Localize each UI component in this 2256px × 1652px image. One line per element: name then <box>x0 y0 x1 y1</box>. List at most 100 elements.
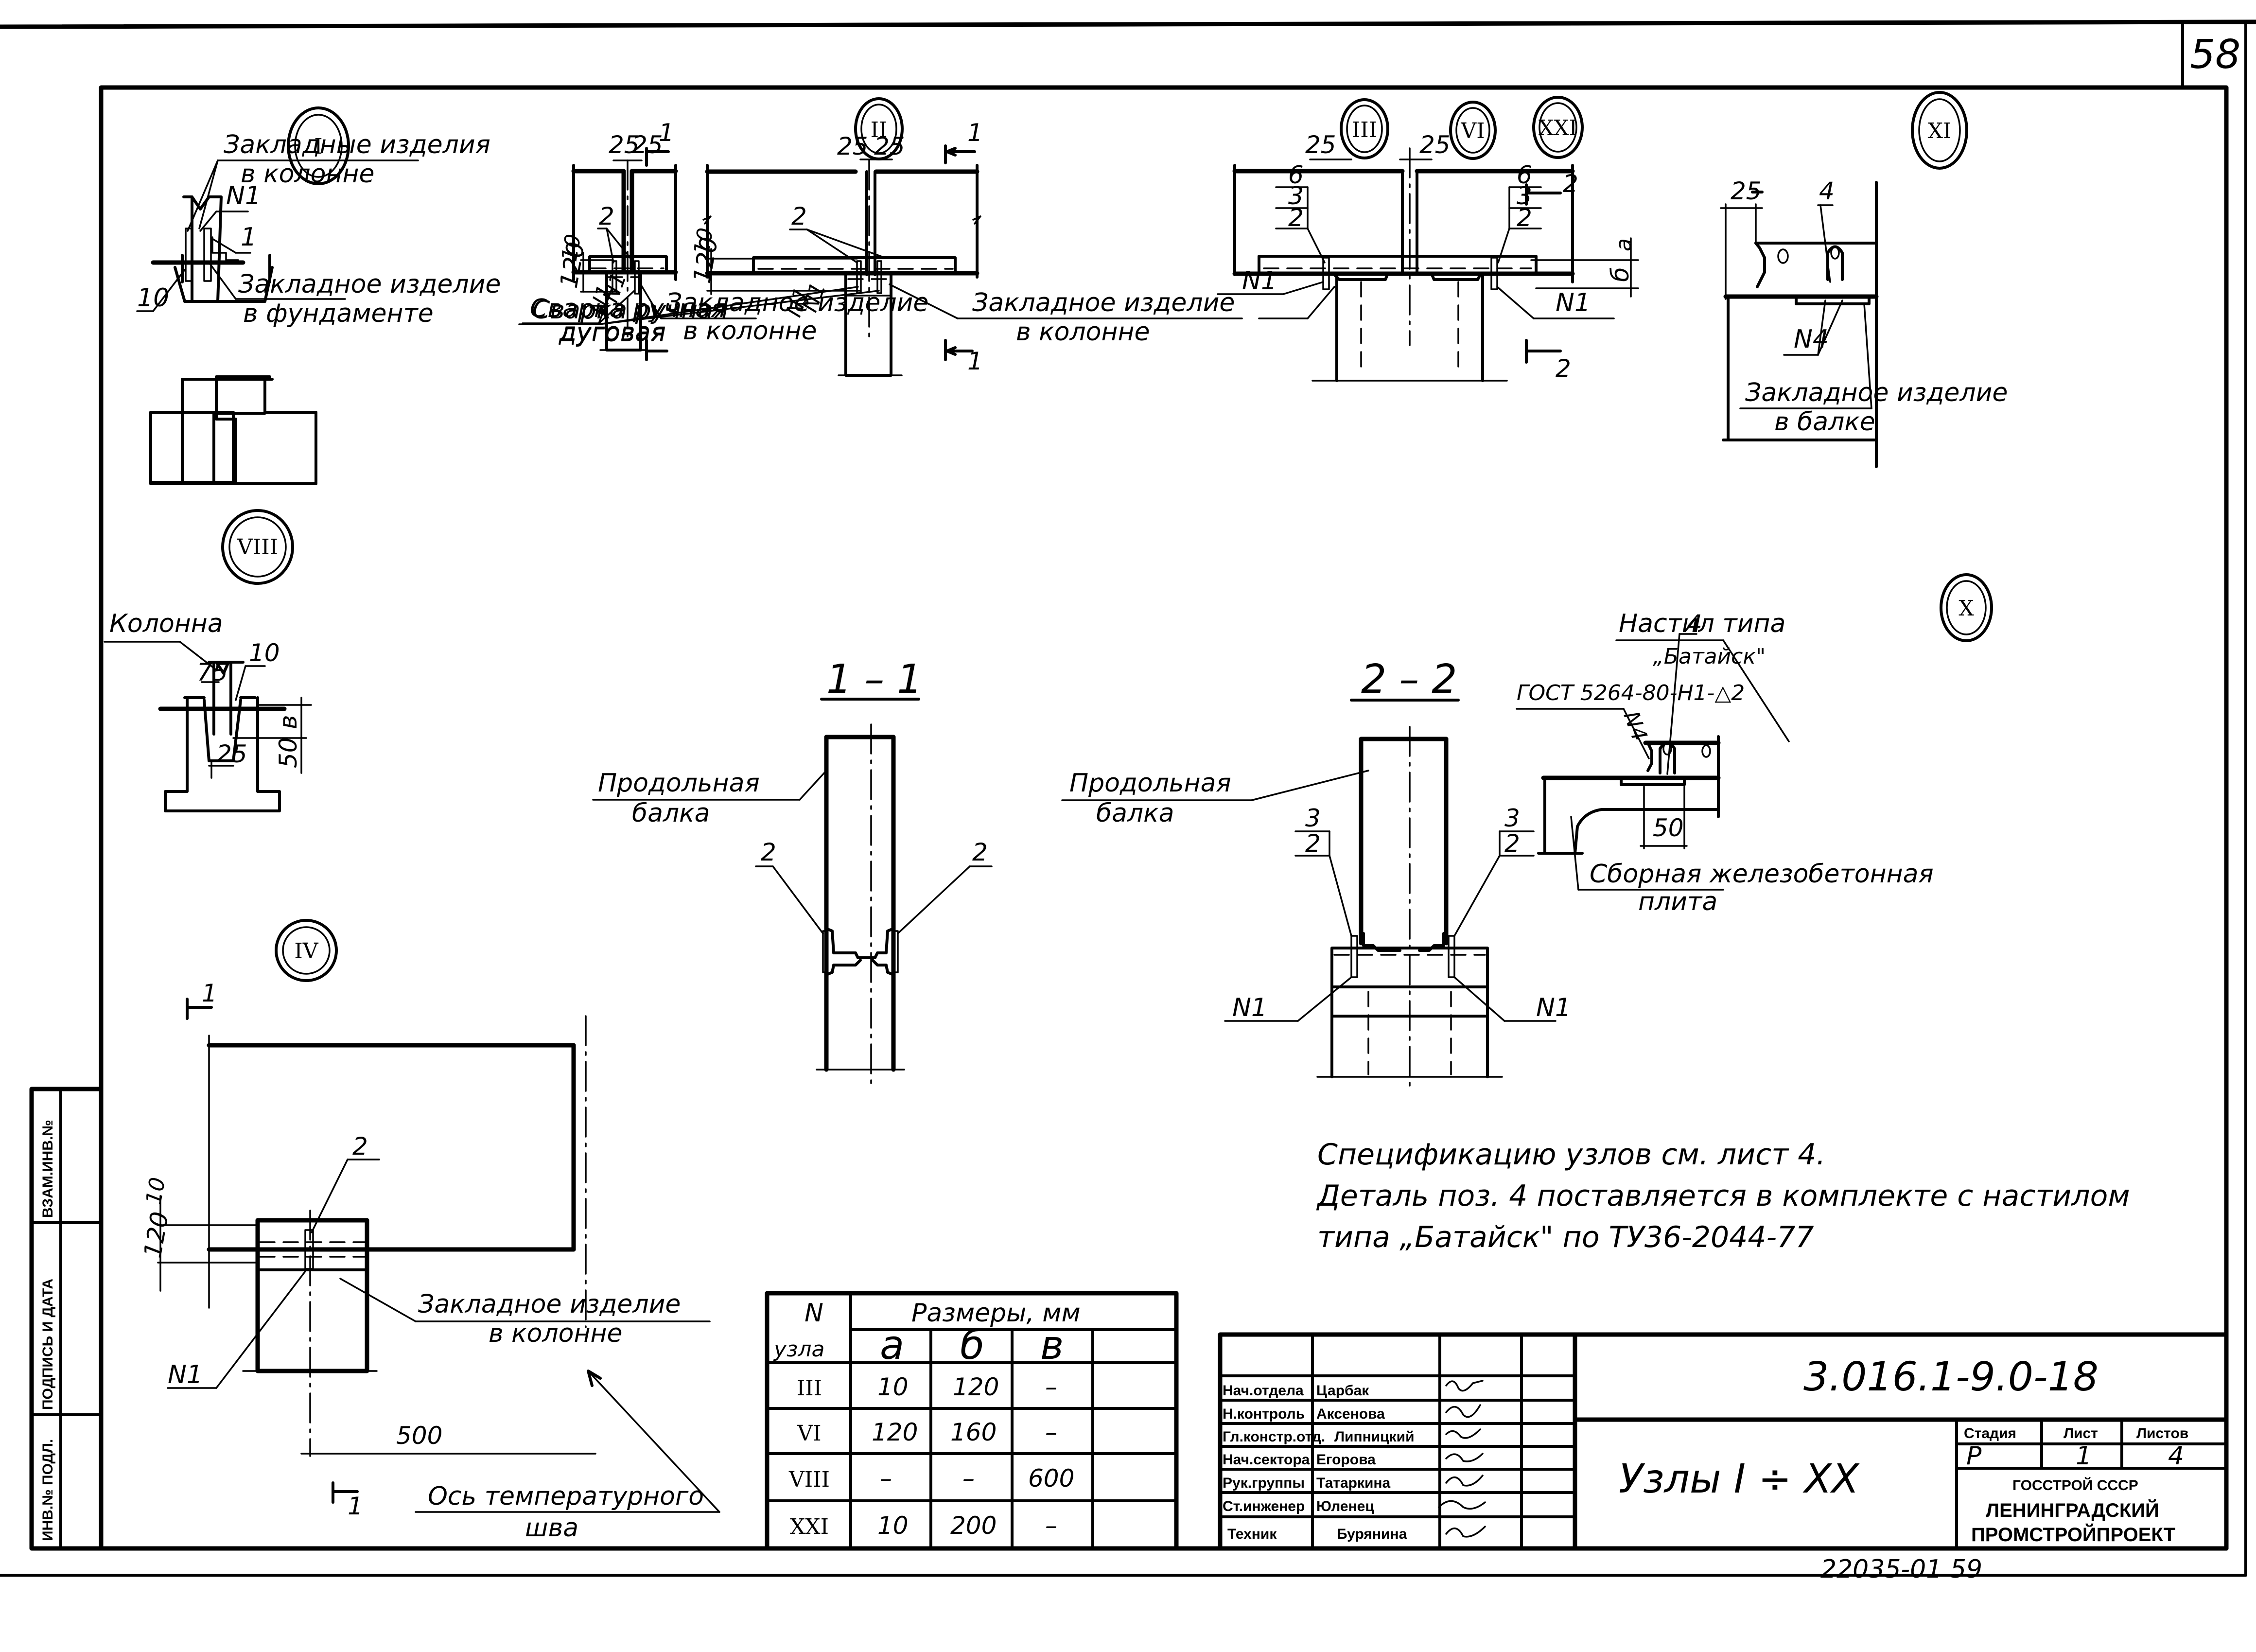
table-row: VIII – – 600 <box>788 1464 1074 1493</box>
node-II-section-mark-top: 1 <box>967 119 983 147</box>
svg-text:балка: балка <box>632 799 710 828</box>
node-IV-dim-120: 120 <box>139 1210 175 1260</box>
node-II-leader-embedded-column: Закладное изделие <box>666 288 928 317</box>
node-VIII-dim-25: 25 <box>216 740 247 768</box>
svg-text:Царбак: Царбак <box>1316 1383 1369 1399</box>
svg-text:10: 10 <box>877 1511 909 1540</box>
node-IV-section-mark-bottom: 1 <box>348 1492 363 1520</box>
svg-text:Техник: Техник <box>1227 1526 1277 1542</box>
table-col-b: б <box>960 1322 985 1369</box>
stamp-vzam-inv: ВЗАМ.ИНВ.№ <box>40 1120 56 1218</box>
node-II-mark-2: 2 <box>791 202 807 230</box>
node-III-section-mark-bottom: 2 <box>1556 354 1571 383</box>
svg-text:VI: VI <box>797 1421 821 1446</box>
svg-text:–: – <box>1045 1418 1057 1446</box>
svg-text:10: 10 <box>557 232 586 264</box>
node-II-dim-25-right: 25 <box>874 132 905 160</box>
svg-text:шва: шва <box>525 1513 578 1543</box>
svg-text:плита: плита <box>1638 887 1717 916</box>
general-notes: Спецификацию узлов см. лист 4. Деталь по… <box>1316 1138 2130 1254</box>
section-1-1: 1 – 1 Продольная балка 2 2 <box>592 656 993 1090</box>
node-II-weld-note-2: дуговая <box>559 317 666 347</box>
node-VI-marker: VI <box>1449 101 1497 160</box>
node-XI-dim-25: 25 <box>1731 177 1762 205</box>
node-X-dim-50: 50 <box>1653 814 1684 842</box>
node-I-leader-embedded-column: Закладные изделия <box>224 130 490 159</box>
section-2-2-leader: Продольная <box>1069 769 1231 798</box>
svg-text:в фундаменте: в фундаменте <box>243 299 434 328</box>
archive-number: 22035-01 59 <box>1820 1555 1982 1584</box>
svg-text:„Батайск": „Батайск" <box>1653 644 1766 669</box>
node-VIII-leader-column: Колонна <box>109 609 223 638</box>
node-II-dim-25-left: 25 <box>837 132 868 160</box>
node-X-marker: X <box>1940 573 1993 642</box>
staff-row: Нач.сектора Егорова <box>1223 1452 1376 1468</box>
section-1-1-leader: Продольная <box>598 769 760 798</box>
node-XI-geometry: 25 4 N4 Закладное изделие в балке <box>1720 177 2008 468</box>
svg-text:VI: VI <box>1460 119 1485 143</box>
svg-text:–: – <box>880 1464 892 1493</box>
node-IV-mark-2: 2 <box>352 1132 368 1160</box>
svg-text:Рук.группы: Рук.группы <box>1223 1475 1305 1491</box>
node-VIII-mark-10: 10 <box>249 639 280 667</box>
svg-text:2: 2 <box>1517 204 1532 232</box>
node-IV-section-mark-top: 1 <box>202 979 217 1007</box>
node-VIII-dim-50: 50 <box>274 737 302 768</box>
title-block-stage-header: Стадия <box>1964 1425 2016 1441</box>
svg-text:Нач.сектора: Нач.сектора <box>1223 1452 1310 1468</box>
table-row: III 10 120 – <box>797 1373 1057 1401</box>
section-2-2-title: 2 – 2 <box>1361 656 1457 703</box>
svg-text:3: 3 <box>1504 804 1520 832</box>
staff-row: Техник Бурянина <box>1227 1526 1407 1542</box>
title-block-org-1: ГОССТРОЙ СССР <box>2012 1477 2138 1494</box>
svg-text:–: – <box>962 1464 975 1493</box>
node-IV-geometry: 1 10 120 2 N1 Закладное изделие в колонн… <box>139 979 720 1543</box>
node-I-marker: I <box>287 106 350 185</box>
title-block-sheet-title: Узлы I ÷ XX <box>1619 1456 1860 1502</box>
table-row: XXI 10 200 – <box>790 1511 1057 1540</box>
svg-text:120: 120 <box>872 1418 918 1446</box>
svg-text:10: 10 <box>137 283 169 313</box>
note-line-3: типа „Батайск" по ТУ36-2044-77 <box>1317 1220 1814 1254</box>
svg-text:1: 1 <box>241 223 257 252</box>
node-IV-leader-embedded-column: Закладное изделие <box>418 1290 681 1319</box>
staff-row: Нач.отдела Царбак <box>1223 1383 1369 1399</box>
node-IV: IV <box>275 919 338 982</box>
table-header-node-top: N <box>804 1299 823 1328</box>
node-X-leader-slab: Сборная железобетонная <box>1590 860 1934 889</box>
node-XI-mark-n4: N4 <box>1794 325 1829 354</box>
node-X-mark-4: 4 <box>1687 610 1702 638</box>
svg-text:III: III <box>1352 118 1377 142</box>
node-III-VI-XXI: III VI XXI <box>1340 96 1584 160</box>
section-2-2: 2 – 2 Продольная балка 3 2 3 2 <box>1061 656 1571 1090</box>
svg-text:X: X <box>1959 596 1974 621</box>
title-block-sheets: 4 <box>2168 1441 2184 1471</box>
stamp-signature-date: ПОДПИСЬ И ДАТА <box>40 1279 56 1410</box>
title-block-sheet: 1 <box>2076 1441 2092 1471</box>
svg-text:6: 6 <box>1288 161 1304 189</box>
node-II-section-mark-bottom: 1 <box>967 347 983 375</box>
node-X-weld-spec: ГОСТ 5264-80-Н1-△2 <box>1517 681 1745 705</box>
node-III-marker: III <box>1340 98 1389 159</box>
node-VIII-dim-v: в <box>274 715 302 729</box>
svg-text:Бурянина: Бурянина <box>1337 1526 1407 1542</box>
node-II-weld-note: Сварка ручная <box>530 294 726 323</box>
page-number: 58 <box>2190 32 2240 78</box>
staff-row: Н.контроль Аксенова <box>1223 1406 1385 1422</box>
node-II-leader-embedded-column: Закладное изделие <box>972 288 1235 317</box>
note-line-1: Спецификацию узлов см. лист 4. <box>1317 1138 1826 1172</box>
svg-text:Юленец: Юленец <box>1316 1498 1374 1514</box>
section-2-2-mark-n1-left: N1 <box>1232 993 1267 1022</box>
table-header-group: Размеры, мм <box>911 1299 1081 1328</box>
svg-text:2: 2 <box>599 202 614 230</box>
side-stamp: ИНВ.№ ПОДЛ. ПОДПИСЬ И ДАТА ВЗАМ.ИНВ.№ <box>29 1087 104 1551</box>
node-XI-mark-4: 4 <box>1819 177 1835 205</box>
svg-text:III: III <box>797 1376 822 1401</box>
svg-text:120: 120 <box>953 1373 999 1401</box>
node-IV-marker: IV <box>275 919 338 982</box>
title-block-org-2: ЛЕНИНГРАДСКИЙ <box>1986 1499 2159 1521</box>
svg-text:XXI: XXI <box>1539 116 1577 141</box>
node-IV-dim-10: 10 <box>141 1176 171 1207</box>
node-III-geometry: 25 25 2 2 6 3 2 6 3 2 <box>1217 131 1639 383</box>
